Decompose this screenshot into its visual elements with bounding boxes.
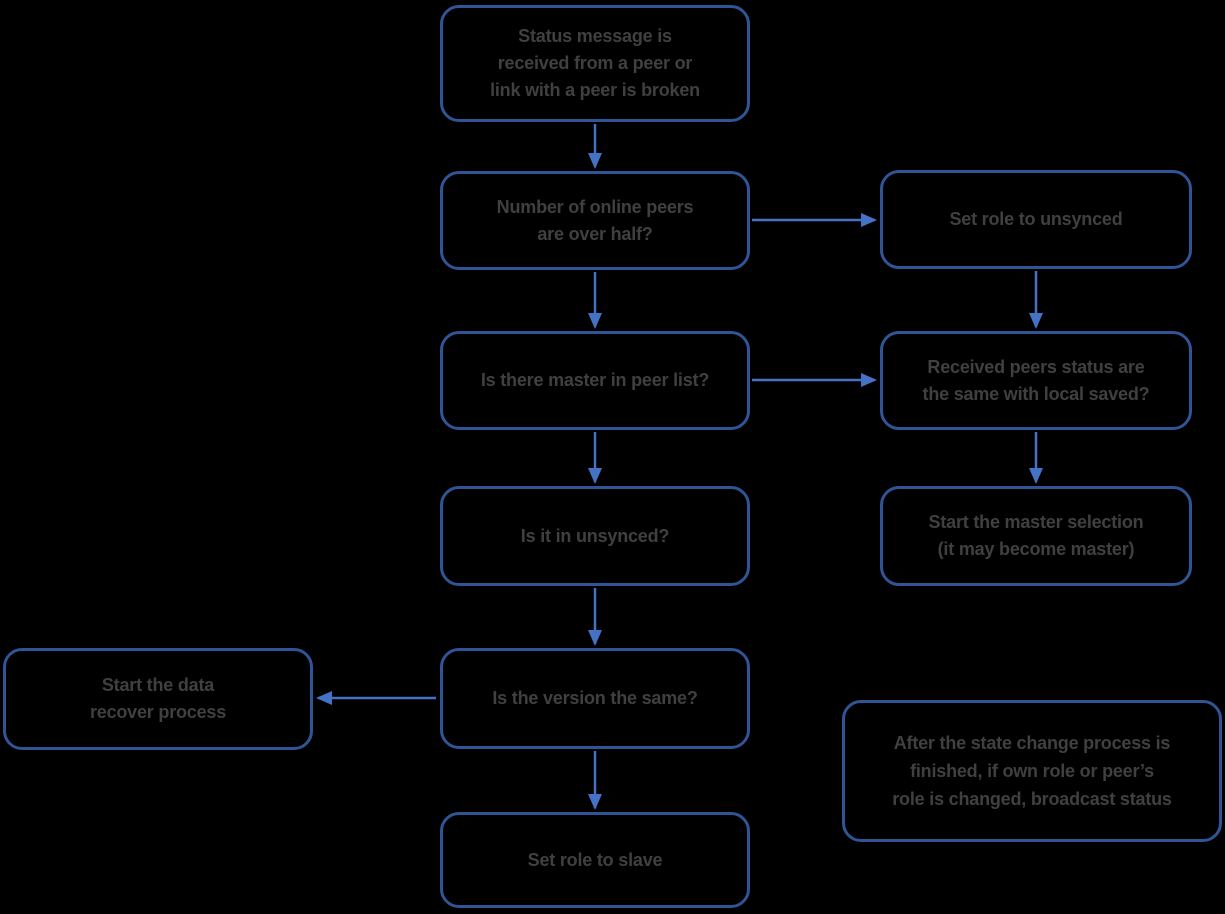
node-peers-over-half-question: Number of online peers are over half? [440,171,750,270]
node-set-role-unsynced: Set role to unsynced [880,170,1192,269]
node-status-message-received: Status message is received from a peer o… [440,5,750,122]
node-start-data-recover: Start the data recover process [3,648,313,750]
node-is-it-unsynced-question: Is it in unsynced? [440,486,750,586]
node-start-master-selection: Start the master selection (it may becom… [880,486,1192,586]
node-master-in-peer-list-question: Is there master in peer list? [440,331,750,430]
node-broadcast-status-note: After the state change process is finish… [842,700,1222,842]
node-version-same-question: Is the version the same? [440,648,750,749]
node-received-status-same-question: Received peers status are the same with … [880,331,1192,430]
node-set-role-slave: Set role to slave [440,812,750,908]
